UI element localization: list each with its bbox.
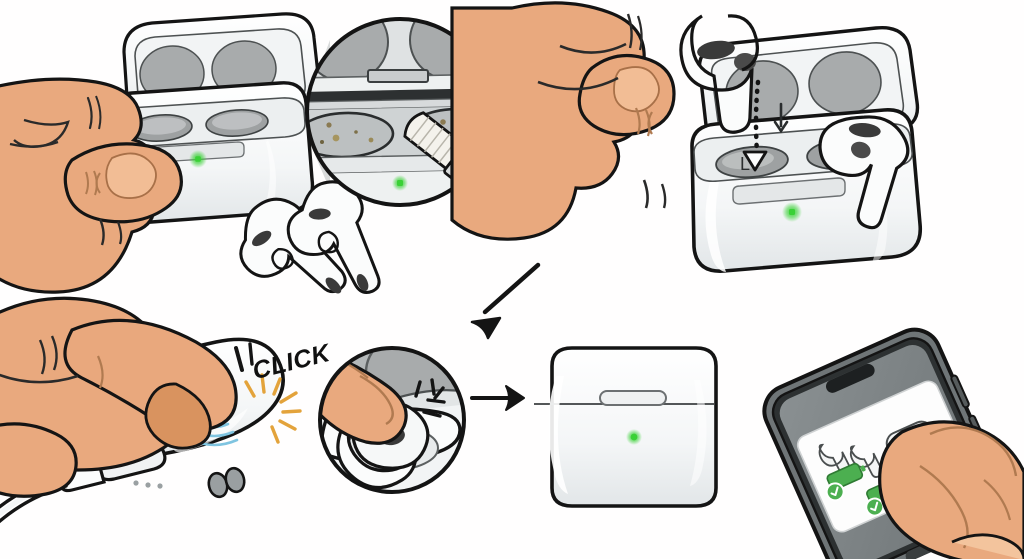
thumbnail xyxy=(105,152,157,199)
spark-burst xyxy=(244,373,302,444)
hand-pressing-case xyxy=(0,296,238,498)
seated-right-airpod xyxy=(818,115,910,230)
index-fingernail xyxy=(613,66,660,113)
arrow-step4-to-step5 xyxy=(470,385,525,411)
airpod-speaker-grille xyxy=(697,40,735,60)
loose-airpods-pair xyxy=(239,180,381,294)
arrow-drop-airpod xyxy=(742,79,789,172)
hand-tapping-phone xyxy=(878,420,1024,559)
hand-holding-airpod xyxy=(450,1,676,241)
panel-insert-left-airpod: L L xyxy=(450,1,923,273)
status-led-2 xyxy=(789,209,795,215)
phone-volume-button[interactable] xyxy=(950,374,970,409)
arrow-step2-to-step3 xyxy=(470,262,541,340)
panel-check-battery-on-phone xyxy=(762,327,1024,559)
checkmark-badge-left xyxy=(825,482,845,502)
click-impact-marks xyxy=(234,342,302,444)
battery-indicator-left xyxy=(825,462,866,502)
detail-ring xyxy=(318,346,466,494)
held-left-airpod xyxy=(679,14,759,134)
panel-press-airpod-click xyxy=(0,296,302,524)
status-led-4 xyxy=(630,433,638,441)
panel-close-lid xyxy=(534,346,718,508)
status-led xyxy=(195,156,201,162)
fingertip xyxy=(144,382,212,450)
lid-indent xyxy=(599,390,667,406)
phone-notch xyxy=(825,363,875,393)
closed-case-body xyxy=(550,346,718,508)
left-label-well: L xyxy=(740,154,750,174)
hand-holding-case xyxy=(0,77,183,294)
